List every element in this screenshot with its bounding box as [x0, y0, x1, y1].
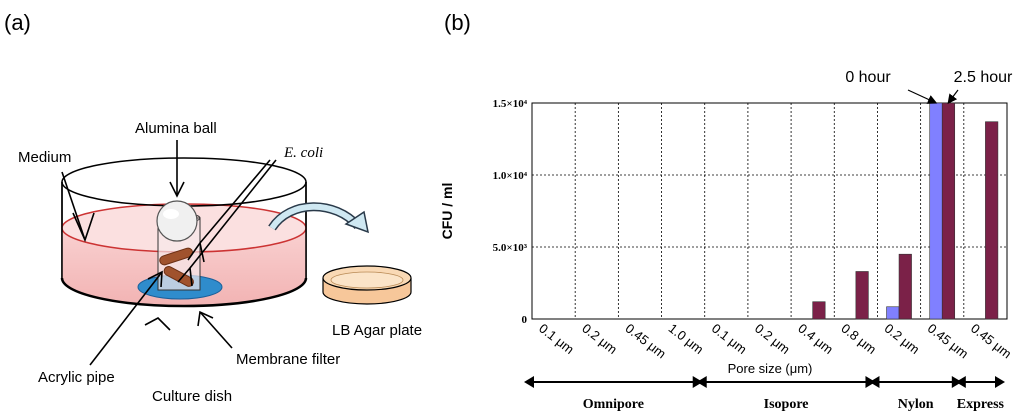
x-tick-label: 0.2 μm: [579, 321, 620, 357]
y-tick-label: 1.5×10⁴: [493, 98, 528, 110]
group-bracket-left-arrow: [524, 376, 534, 388]
plot-area: [531, 102, 1008, 320]
panel-b-label: (b): [444, 10, 471, 35]
x-tick-label: 0.2 μm: [882, 321, 923, 357]
bar: [929, 102, 943, 320]
group-bracket-right-arrow: [995, 376, 1005, 388]
group-label: Omnipore: [583, 397, 644, 412]
x-tick-label: 0.2 μm: [752, 321, 793, 357]
group-label: Express: [957, 397, 1005, 412]
group-label: Isopore: [764, 397, 809, 412]
x-tick-label: 0.1 μm: [536, 321, 577, 357]
annotation-0-hour: 0 hour: [845, 69, 891, 86]
annotation-2-5-hour: 2.5 hour: [954, 69, 1013, 86]
x-tick-label: 0.45 μm: [623, 321, 669, 362]
transfer-arrow: [268, 202, 369, 234]
group-label: Nylon: [898, 397, 934, 412]
panel-a-label: (a): [4, 10, 31, 35]
bar: [812, 301, 826, 320]
x-tick-label: 0.1 μm: [709, 321, 750, 357]
y-axis-label: CFU / ml: [439, 183, 455, 240]
label-alumina-ball: Alumina ball: [135, 120, 217, 137]
x-tick-label: 0.8 μm: [838, 321, 879, 357]
label-acrylic-pipe: Acrylic pipe: [38, 369, 115, 386]
pointer-arrows: [61, 140, 277, 366]
label-culture-dish: Culture dish: [152, 388, 232, 405]
x-tick-label: 0.4 μm: [795, 321, 836, 357]
bar: [985, 121, 999, 320]
group-bracket-left-arrow: [955, 376, 966, 388]
bar: [886, 306, 900, 320]
group-bracket-left-arrow: [869, 376, 880, 388]
group-bracket-left-arrow: [696, 376, 707, 388]
bar: [941, 102, 956, 320]
bar-chart: 0 5.0×10³ 1.0×10⁴ 1.5×10⁴ CFU / ml 0 hour 2.5 …: [439, 69, 1014, 412]
y-tick-label: 5.0×10³: [493, 242, 528, 254]
bar: [855, 271, 869, 320]
lb-agar-plate-illustration: [322, 265, 412, 305]
x-tick-label: 1.0 μm: [666, 321, 707, 357]
y-tick-label: 1.0×10⁴: [493, 170, 528, 182]
label-lb-agar-plate: LB Agar plate: [332, 322, 422, 339]
x-tick-label: 0.45 μm: [968, 321, 1014, 362]
bar: [898, 253, 912, 320]
label-membrane-filter: Membrane filter: [236, 351, 340, 368]
x-axis-label: Pore size (μm): [728, 361, 813, 376]
culture-dish-illustration: [60, 157, 308, 308]
label-ecoli: E. coli: [283, 145, 323, 161]
annotation-arrow-0-hour: [907, 89, 938, 104]
x-tick-label: 0.45 μm: [925, 321, 971, 362]
y-tick-label: 0: [522, 314, 528, 326]
annotation-arrow-2-5-hour: [947, 89, 959, 104]
label-medium: Medium: [18, 149, 71, 166]
